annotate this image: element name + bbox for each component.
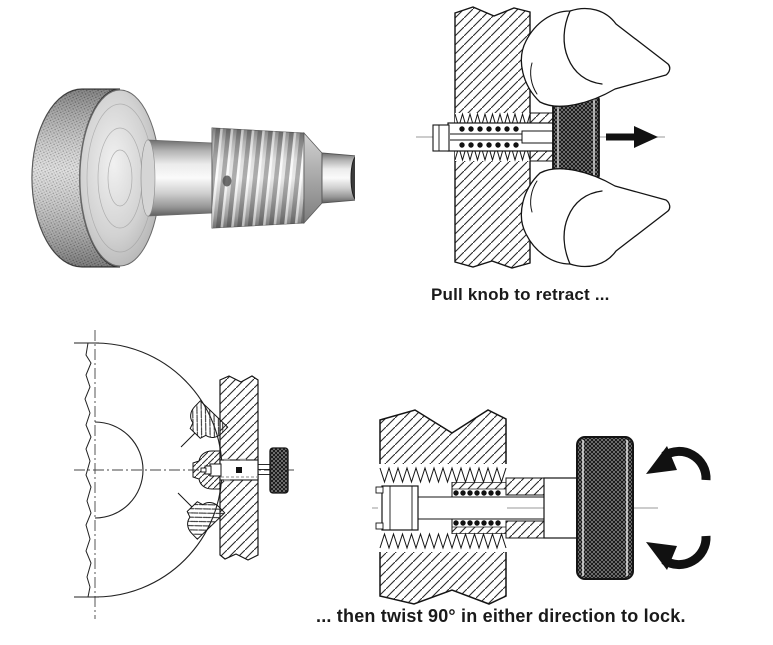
knurled-knob-section [552,94,600,181]
threaded-body [211,127,305,229]
break-line [84,342,92,598]
detent-lug-upper [180,400,229,448]
twist-to-lock-diagram [372,409,711,605]
pull-to-retract-diagram [416,6,671,269]
barrel-wall-top [451,482,507,490]
nose-pin [303,131,355,225]
thread-profile-bottom [379,532,507,550]
knurled-knob-side [269,447,289,494]
upper-finger [520,7,671,107]
spring-coils [450,126,553,148]
spring-coils [453,490,501,526]
right-arrow-icon [606,126,658,148]
knob-collar [543,477,578,539]
knurled-knob-section [576,436,634,580]
plunger-nose [432,124,450,152]
detent-lug-lower [177,492,226,540]
lower-finger [520,168,671,268]
counterbore-sleeve-top [529,112,554,124]
thread-profile-top [379,466,507,484]
counterbore-sleeve-top [505,477,545,496]
barrel-wall-bottom [451,526,507,534]
counterbore-sleeve-bottom [505,520,545,539]
plunger-nose-retracted [375,485,419,531]
counterbore-sleeve-bottom [529,150,554,162]
twist-step-caption: ... then twist 90° in either direction t… [316,606,686,626]
rotate-arrow-lower-icon [646,535,711,570]
swing-radius-diagram [74,330,294,619]
plunger-through-panel [200,458,270,482]
lock-pin [236,467,242,473]
pull-step-caption: Pull knob to retract ... [431,285,610,304]
rotate-arrow-upper-icon [646,446,711,481]
spring-plunger-photo [31,88,355,268]
lock-pin-hole [222,175,232,187]
neck [140,139,213,217]
